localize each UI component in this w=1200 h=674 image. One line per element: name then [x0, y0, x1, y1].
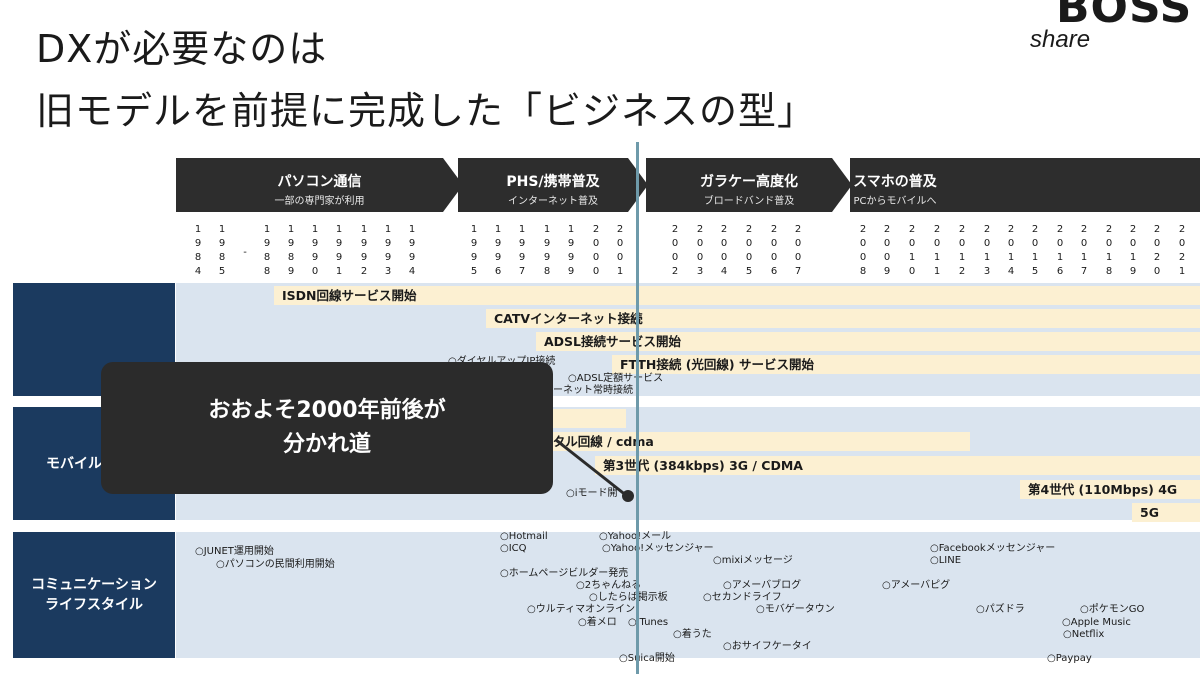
era-subtitle: 一部の専門家が利用: [274, 196, 365, 207]
year-2000-divider: [636, 142, 639, 674]
year-label: 2 0 2 1: [1178, 224, 1186, 277]
bar-5g: 5G: [1132, 503, 1200, 522]
year-label: 1 9 9 1: [335, 224, 343, 277]
year-label: 2 0 0 2: [671, 224, 679, 277]
event-junet: ○JUNET運用開始: [195, 546, 274, 557]
year-label: 2 0 2 0: [1153, 224, 1161, 277]
year-label: 1 9 9 7: [518, 224, 526, 277]
event-suica: ○Suica開始: [619, 653, 675, 664]
bar-catv: CATVインターネット接続: [486, 309, 1200, 328]
event-second-life: ○セカンドライフ: [703, 592, 782, 603]
year-label: 2 0 0 6: [770, 224, 778, 277]
year-label: 2 0 1 6: [1056, 224, 1064, 277]
year-label: 2 0 1 3: [983, 224, 991, 277]
callout-box: おおよそ2000年前後が 分かれ道: [101, 362, 553, 494]
event-ameba-blog: ○アメーバブログ: [723, 580, 802, 591]
event-yahoo-messenger: ○Yahoo!メッセンジャー: [602, 543, 714, 554]
era-arrow-garake: ガラケー高度化 ブロードバンド普及: [646, 158, 852, 212]
year-label: 1 9 9 6: [494, 224, 502, 277]
era-title: スマホの普及: [853, 174, 937, 190]
year-label: 1 9 9 9: [567, 224, 575, 277]
callout-line2: 分かれ道: [282, 432, 371, 457]
slide-title-line1: DXが必要なのは: [36, 27, 328, 71]
event-osaifu: ○おサイフケータイ: [723, 641, 812, 652]
logo-boss: BOSS: [1056, 0, 1193, 33]
event-shitaraba: ○したらば掲示板: [589, 592, 668, 603]
year-label: 2 0 1 0: [908, 224, 916, 277]
bar-adsl: ADSL接続サービス開始: [536, 332, 1200, 351]
year-label: 2 0 0 1: [616, 224, 624, 277]
year-label: 1 9 8 9: [287, 224, 295, 277]
year-label: 1 9 9 4: [408, 224, 416, 277]
era-subtitle: インターネット普及: [508, 196, 598, 207]
section-label-text: モバイル: [46, 455, 102, 472]
bar-ftth: FTTH接続 (光回線) サービス開始: [612, 355, 1200, 374]
year-label: 1 9 8 5: [218, 224, 226, 277]
year-label: 2 0 0 7: [794, 224, 802, 277]
event-itunes: ○iTunes: [628, 617, 669, 628]
year-label: 1 9 8 8: [263, 224, 271, 277]
era-subtitle: PCからモバイルへ: [853, 196, 937, 207]
year-label: 1 9 9 8: [543, 224, 551, 277]
event-mobage: ○モバゲータウン: [756, 604, 835, 615]
event-adsl-flat: ○ADSL定額サービス: [568, 373, 664, 384]
year-label: 1 9 9 0: [311, 224, 319, 277]
event-chakuuta: ○着うた: [673, 629, 712, 640]
event-pazudora: ○パズドラ: [976, 604, 1025, 615]
event-line: ○LINE: [930, 555, 962, 566]
event-paypay: ○Paypay: [1047, 653, 1092, 664]
era-arrow-phs: PHS/携帯普及 インターネット普及: [458, 158, 648, 212]
event-icq: ○ICQ: [500, 543, 527, 554]
year-label: 2 0 1 8: [1105, 224, 1113, 277]
event-2ch: ○2ちゃんねる: [576, 580, 642, 591]
slide-title-line2: 旧モデルを前提に完成した「ビジネスの型」: [36, 89, 817, 133]
event-netflix: ○Netflix: [1063, 629, 1105, 640]
year-label: -: [243, 247, 247, 258]
section-label-communication: コミュニケーション ライフスタイル: [13, 532, 175, 658]
year-label: 2 0 1 7: [1080, 224, 1088, 277]
event-fb-messenger: ○Facebookメッセンジャー: [930, 543, 1056, 554]
year-label: 2 0 0 5: [745, 224, 753, 277]
year-label: 2 0 1 2: [958, 224, 966, 277]
logo-share: share: [1030, 26, 1091, 53]
era-title: PHS/携帯普及: [506, 174, 600, 190]
year-label: 2 0 0 3: [696, 224, 704, 277]
bar-digital: デジタル回線 / cdma: [520, 432, 970, 451]
year-label: 2 0 1 4: [1007, 224, 1015, 277]
bar-3g: 第3世代 (384kbps) 3G / CDMA: [595, 456, 1200, 475]
bar-4g: 第4世代 (110Mbps) 4G: [1020, 480, 1200, 499]
event-pc-private: ○パソコンの民間利用開始: [216, 559, 335, 570]
band-communication: [176, 532, 1200, 658]
year-label: 2 0 0 9: [883, 224, 891, 277]
event-ultima: ○ウルティマオンライン: [527, 604, 636, 615]
callout-line1: おおよそ2000年前後が: [208, 398, 446, 423]
year-label: 2 0 1 9: [1129, 224, 1137, 277]
event-mixi: ○mixiメッセージ: [713, 555, 793, 566]
year-label: 1 9 8 4: [194, 224, 202, 277]
event-dialup: ○ダイヤルアップIP接続: [448, 356, 555, 368]
year-label: 1 9 9 3: [384, 224, 392, 277]
event-chakumero: ○着メロ: [578, 617, 617, 628]
era-subtitle: ブロードバンド普及: [703, 196, 795, 207]
era-arrow-pc: パソコン通信 一部の専門家が利用: [176, 158, 463, 212]
year-label: 2 0 0 8: [859, 224, 867, 277]
era-title: ガラケー高度化: [700, 174, 798, 190]
event-yahoo-mail: ○Yahoo!メール: [599, 531, 671, 543]
event-pokemon-go: ○ポケモンGO: [1080, 604, 1145, 615]
era-arrow-smartphone: スマホの普及 PCからモバイルへ: [850, 158, 1200, 212]
year-label: 2 0 0 4: [720, 224, 728, 277]
year-label: 2 0 0 0: [592, 224, 600, 277]
era-title: パソコン通信: [277, 174, 362, 190]
year-label: 1 9 9 5: [470, 224, 478, 277]
event-always-on: ーネット常時接続: [553, 385, 633, 396]
year-label: 2 0 1 1: [933, 224, 941, 277]
year-label: 1 9 9 2: [360, 224, 368, 277]
bar-isdn: ISDN回線サービス開始: [274, 286, 1200, 305]
event-hotmail: ○Hotmail: [500, 531, 548, 542]
event-homepage: ○ホームページビルダー発売: [500, 568, 629, 579]
event-imode: ○iモード開: [566, 488, 618, 499]
event-ameba-pigg: ○アメーバピグ: [882, 580, 951, 591]
event-apple-music: ○Apple Music: [1062, 617, 1131, 628]
year-label: 2 0 1 5: [1031, 224, 1039, 277]
